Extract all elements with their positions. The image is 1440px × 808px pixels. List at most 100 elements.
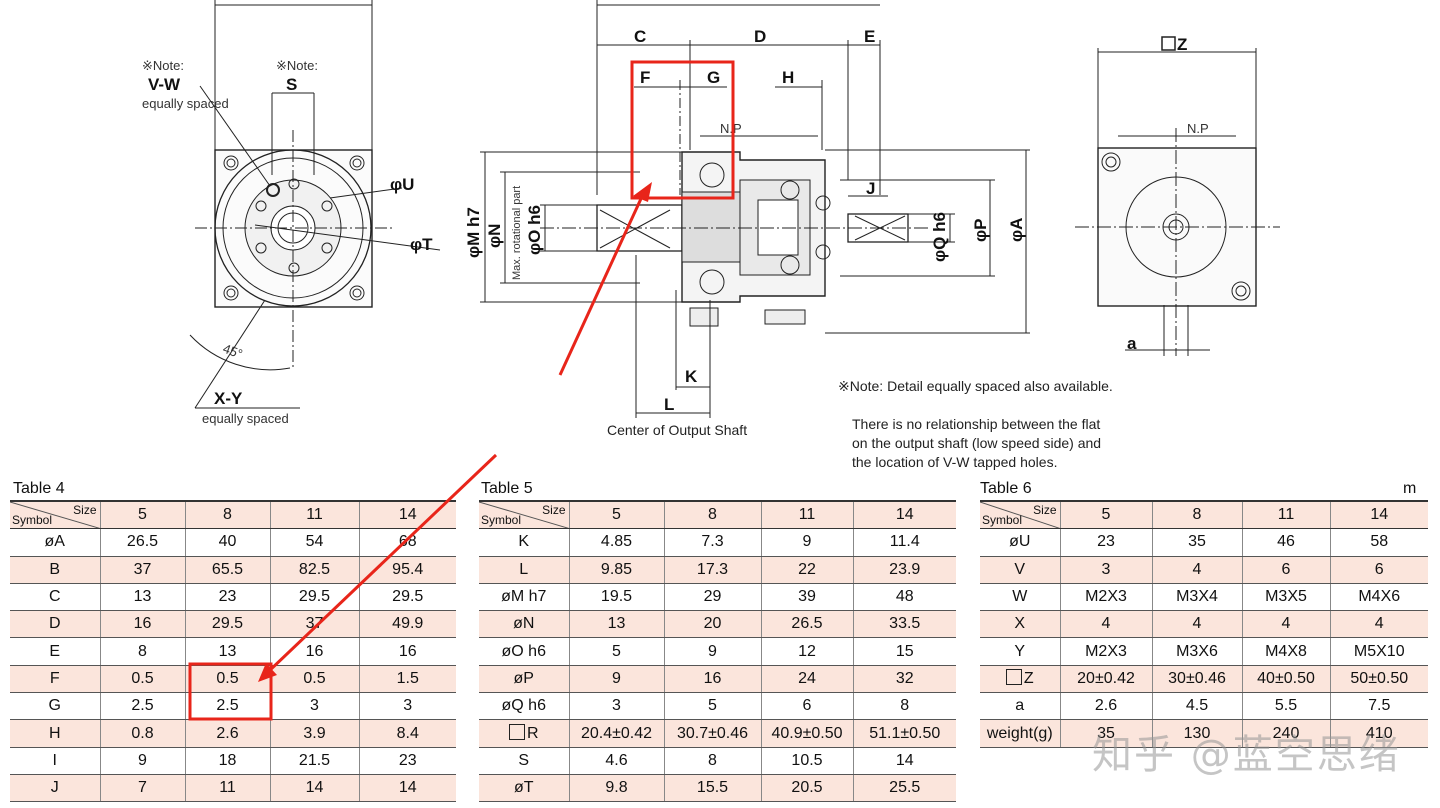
value-cell: 16 [270,637,360,666]
symbol-text: L [519,560,529,578]
symbol-cell: øA [10,528,101,557]
value-cell: 35 [1152,528,1243,557]
symbol-cell: øT [479,774,570,803]
relation-note-line-3: the location of V-W tapped holes. [852,454,1057,470]
symbol-cell: H [10,719,101,748]
value-cell: 11.4 [853,528,956,557]
xy-sub-label: equally spaced [202,411,289,426]
value-cell: 7.5 [1330,692,1428,721]
value-cell: 19.5 [569,583,665,612]
size-col-11: 11 [270,500,360,530]
value-cell: 8 [100,637,186,666]
value-cell: 23.9 [853,556,956,584]
symbol-text: øN [513,615,535,633]
h-dimension-label: H [782,68,794,87]
value-cell: M4X6 [1330,583,1428,612]
o-dimension-label: φO h6 [525,205,544,255]
symbol-text: øM h7 [501,588,547,606]
m-dimension-label: φM h7 [464,207,483,258]
symbol-text: W [1012,588,1028,606]
size-label: Size [542,503,566,517]
symbol-label: Symbol [12,513,53,528]
symbol-text: X [1014,615,1026,633]
value-cell: 12 [761,637,854,666]
value-cell: 40.9±0.50 [761,719,854,748]
value-cell: 410 [1330,719,1428,748]
value-cell: 10.5 [761,747,854,775]
symbol-cell: øO h6 [479,637,570,666]
symbol-text: J [50,779,59,797]
arrow-to-table [266,453,498,674]
symbol-text: øU [1009,533,1031,551]
angle-label: 45° [221,341,245,362]
value-cell: 82.5 [270,556,360,584]
symbol-cell: B [10,556,101,584]
table4-symbol-size-cell: Size Symbol [10,500,101,530]
symbol-text: øO h6 [501,642,546,660]
value-cell: 4 [1330,610,1428,639]
symbol-cell: R [479,719,570,748]
symbol-cell: C [10,583,101,612]
detail-note: ※Note: Detail equally spaced also availa… [838,378,1113,394]
value-cell: 20±0.42 [1060,665,1153,694]
table5-caption: Table 5 [481,480,533,497]
vw-label: V-W [148,75,181,94]
vw-sub-label: equally spaced [142,96,229,111]
symbol-text: Z [1023,670,1034,688]
value-cell: 30.7±0.46 [664,719,762,748]
value-cell: 22 [761,556,854,584]
value-cell: 13 [100,583,186,612]
symbol-cell: W [980,583,1061,612]
size-col-8: 8 [1152,500,1243,530]
n-dimension-label: φN [485,224,504,248]
symbol-cell: øQ h6 [479,692,570,721]
value-cell: 65.5 [185,556,271,584]
relation-note-line-2: on the output shaft (low speed side) and [852,435,1101,451]
value-cell: 16 [359,637,456,666]
value-cell: 33.5 [853,610,956,639]
value-cell: 15.5 [664,774,762,803]
value-cell: 2.5 [185,692,271,721]
value-cell: 15 [853,637,956,666]
value-cell: 37 [100,556,186,584]
p-dimension-label: φP [971,219,990,243]
left-view-flange [189,0,441,409]
value-cell: 20.4±0.42 [569,719,665,748]
value-cell: 11 [185,774,271,803]
symbol-text: weight(g) [986,724,1053,742]
table5-header-row: Size Symbol 5 8 11 14 [479,500,956,530]
table6-header-row: Size Symbol 5 8 11 14 [980,500,1428,530]
technical-drawing: ※Note: V-W equally spaced ※Note: S φU φT… [142,0,1280,470]
symbol-text: C [48,588,61,606]
symbol-label: Symbol [982,513,1023,528]
value-cell: 8 [853,692,956,721]
value-cell: M2X3 [1060,637,1153,666]
symbol-text: H [48,724,61,742]
value-cell: 39 [761,583,854,612]
value-cell: 20.5 [761,774,854,803]
symbol-cell: øP [479,665,570,694]
symbol-text: a [1015,697,1025,715]
xy-label: X-Y [214,389,243,408]
value-cell: 58 [1330,528,1428,557]
value-cell: 14 [853,747,956,775]
np-label-right: N.P [1187,121,1209,136]
symbol-cell: F [10,665,101,694]
k-dimension-label: K [685,367,698,386]
value-cell: 0.5 [185,665,271,694]
size-label: Size [73,503,97,517]
size-col-11: 11 [1242,500,1331,530]
